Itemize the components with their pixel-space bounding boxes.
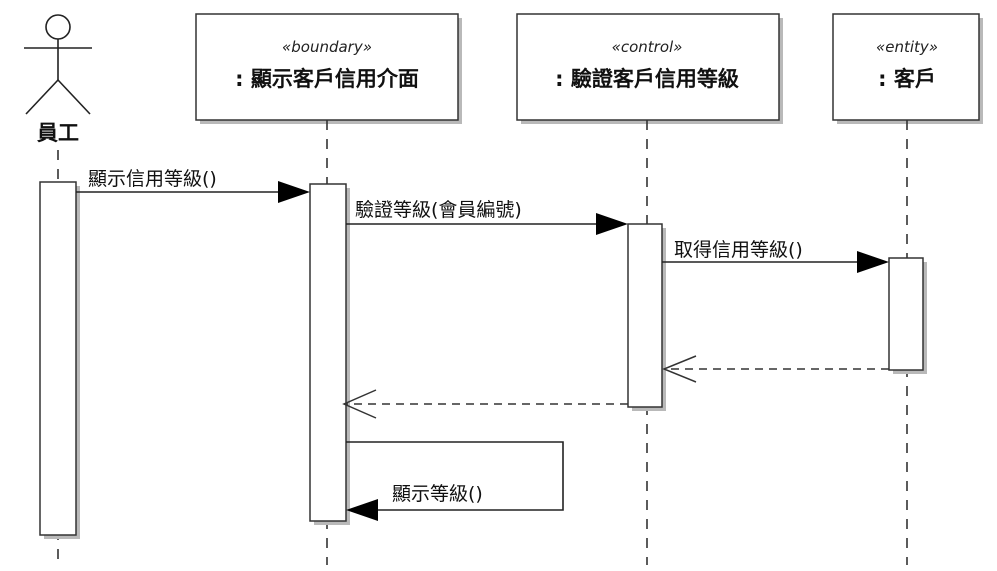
activation-boundary [309, 183, 347, 522]
message-display-credit: 顯示信用等級() [76, 168, 310, 203]
participant-boundary-box [195, 13, 459, 121]
activation-entity [888, 257, 924, 371]
participant-boundary: «boundary» : 顯示客戶信用介面 [195, 13, 462, 124]
message-self-display-level: 顯示等級() [346, 441, 564, 521]
actor-employee: 員工 [24, 14, 92, 145]
actor-name: 員工 [36, 121, 79, 145]
actor-head [45, 14, 71, 40]
message-display-credit-label: 顯示信用等級() [88, 168, 217, 190]
participant-control-box [516, 13, 780, 121]
actor-leg-right [57, 79, 91, 115]
message-verify-level-label: 驗證等級(會員編號) [355, 199, 522, 221]
participant-boundary-stereotype: «boundary» [282, 38, 372, 56]
message-return-entity [662, 355, 889, 383]
participant-control: «control» : 驗證客戶信用等級 [516, 13, 783, 124]
message-get-credit: 取得信用等級() [662, 239, 889, 273]
participant-boundary-name: : 顯示客戶信用介面 [235, 67, 419, 91]
participant-entity: «entity» : 客戶 [832, 13, 983, 124]
arrowhead-filled-icon [346, 499, 378, 521]
arrowhead-filled-icon [278, 181, 310, 203]
arrowhead-open-icon [662, 355, 697, 383]
arrowhead-filled-icon [596, 213, 628, 235]
participant-control-stereotype: «control» [612, 38, 683, 56]
participant-entity-name: : 客戶 [878, 67, 936, 91]
arrowhead-filled-icon [857, 251, 889, 273]
message-self-display-level-label: 顯示等級() [392, 483, 483, 505]
arrowhead-open-icon [342, 389, 377, 419]
participant-entity-stereotype: «entity» [876, 38, 938, 56]
message-verify-level: 驗證等級(會員編號) [346, 199, 628, 235]
message-self-display-level-line [346, 441, 564, 511]
actor-leg-left [25, 79, 59, 115]
message-return-control [342, 389, 628, 419]
activation-control [627, 223, 663, 408]
participant-entity-box [832, 13, 980, 121]
message-get-credit-label: 取得信用等級() [674, 239, 803, 261]
activation-actor [39, 181, 77, 536]
participant-control-name: : 驗證客戶信用等級 [555, 67, 739, 91]
